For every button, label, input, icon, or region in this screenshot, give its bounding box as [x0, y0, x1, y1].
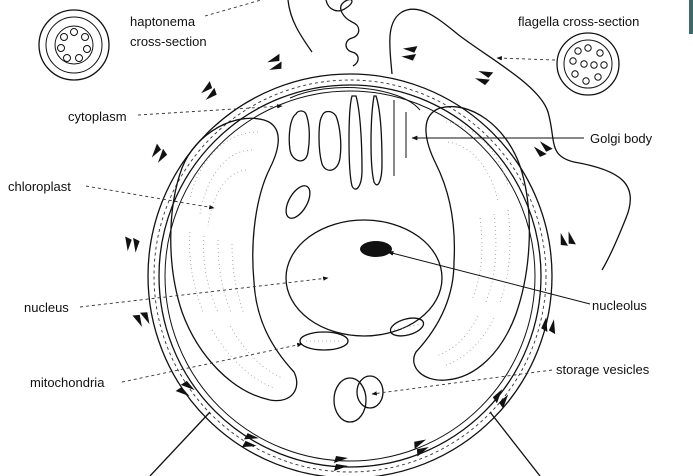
basal-line-left: [150, 412, 210, 476]
mitochondrion-left: [300, 332, 348, 350]
label-nucleolus: nucleolus: [592, 298, 647, 313]
flagella-leader-line: [497, 58, 555, 60]
label-cytoplasm: cytoplasm: [68, 109, 127, 124]
storage-vesicles: [334, 376, 383, 422]
cell-wall: [148, 74, 552, 476]
label-haptonema-line2: cross-section: [130, 34, 207, 49]
basal-line-right: [490, 412, 540, 476]
label-storage: storage vesicles: [556, 362, 650, 377]
haptonema-leader-line: [205, 0, 268, 16]
nucleolus-leader-line: [388, 252, 590, 304]
haptonema-cross-section: [39, 10, 109, 80]
label-chloroplast: chloroplast: [8, 179, 71, 194]
nucleus-leader-line: [80, 278, 328, 307]
chloroplast-right: [414, 107, 530, 381]
label-mitochondria: mitochondria: [30, 375, 105, 390]
coccolith-scales: [123, 44, 576, 471]
label-haptonema-line1: haptonema: [130, 14, 196, 29]
flagella-cross-section: [557, 33, 619, 95]
mitochondria-leader-line: [122, 344, 302, 382]
chloroplast-leader-line: [86, 186, 214, 208]
storage-leader-line: [372, 370, 552, 394]
flagella-strands: [288, 0, 630, 270]
small-vesicle: [281, 182, 315, 222]
nucleolus: [360, 241, 392, 257]
golgi-body: [289, 96, 406, 189]
label-nucleus: nucleus: [24, 300, 69, 315]
label-golgi: Golgi body: [590, 131, 653, 146]
label-flagella: flagella cross-section: [518, 14, 639, 29]
